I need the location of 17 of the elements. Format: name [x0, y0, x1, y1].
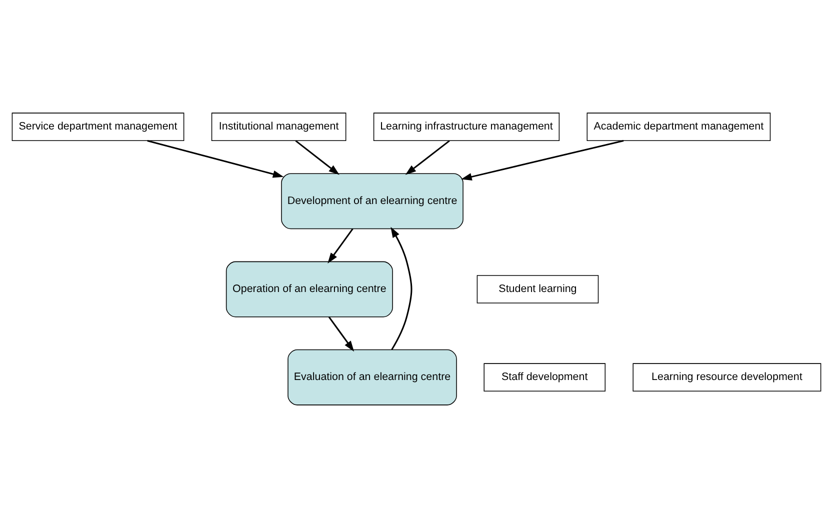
arrow: [328, 316, 354, 352]
arrow: [328, 228, 354, 264]
node-box: Institutional management: [211, 112, 346, 142]
node-box: Development of an elearning centre: [281, 173, 464, 230]
node-box: Evaluation of an elearning centre: [288, 349, 457, 406]
arrow: [461, 140, 624, 180]
node-box: Learning infrastructure management: [373, 112, 560, 142]
arrow: [390, 226, 412, 350]
node-box: Staff development: [484, 363, 606, 392]
node-box: Service department management: [12, 112, 184, 142]
arrow: [147, 140, 284, 178]
node-box: Learning resource development: [632, 363, 822, 392]
node-box: Academic department management: [586, 112, 771, 142]
node-box: Student learning: [476, 275, 599, 304]
node-box: Operation of an elearning centre: [226, 261, 393, 318]
arrow: [405, 140, 450, 175]
arrow: [295, 140, 340, 175]
